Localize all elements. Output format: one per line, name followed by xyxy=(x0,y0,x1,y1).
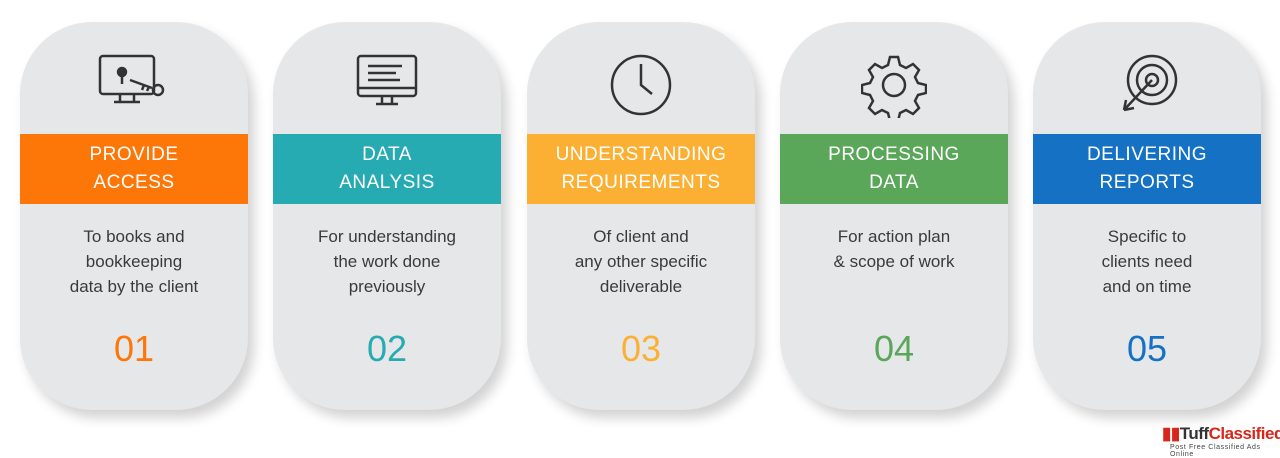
step-description: For understanding the work done previous… xyxy=(318,227,456,296)
clock-icon xyxy=(527,52,755,122)
target-icon xyxy=(1033,52,1261,122)
step-card-04: PROCESSING DATA For action plan & scope … xyxy=(780,22,1008,410)
step-card-05: DELIVERING REPORTS Specific to clients n… xyxy=(1033,22,1261,410)
step-title-line: REQUIREMENTS xyxy=(561,172,721,193)
step-card-03: UNDERSTANDING REQUIREMENTS Of client and… xyxy=(527,22,755,410)
step-title-line: REPORTS xyxy=(1099,172,1195,193)
step-number: 02 xyxy=(366,328,408,369)
monitor-key-icon xyxy=(20,52,248,122)
step-number: 04 xyxy=(873,328,915,369)
step-card-01: PROVIDE ACCESS To books and bookkeeping … xyxy=(20,22,248,410)
step-title-line: PROCESSING xyxy=(828,144,960,165)
step-title-line: DATA xyxy=(362,144,412,165)
step-number: 03 xyxy=(620,328,662,369)
step-title-band: UNDERSTANDING REQUIREMENTS xyxy=(527,134,755,204)
step-title-line: ANALYSIS xyxy=(339,172,435,193)
step-title-band: DATA ANALYSIS xyxy=(273,134,501,204)
step-title-line: PROVIDE xyxy=(89,144,179,165)
step-description: To books and bookkeeping data by the cli… xyxy=(69,227,199,296)
step-description: For action plan & scope of work xyxy=(833,227,955,271)
step-title-line: ACCESS xyxy=(93,172,175,193)
step-title-line: DELIVERING xyxy=(1086,144,1208,165)
step-title-line: UNDERSTANDING xyxy=(555,144,727,165)
step-title-band: PROCESSING DATA xyxy=(780,134,1008,204)
step-number: 05 xyxy=(1126,328,1168,369)
watermark-logo: ▮▮TuffClassified Post Free Classified Ad… xyxy=(1162,424,1280,458)
step-card-02: DATA ANALYSIS For understanding the work… xyxy=(273,22,501,410)
step-title-line: DATA xyxy=(869,172,919,193)
step-description: Specific to clients need and on time xyxy=(1101,227,1193,296)
step-title-band: PROVIDE ACCESS xyxy=(20,134,248,204)
gear-icon xyxy=(780,52,1008,122)
logo-bars-icon: ▮▮ xyxy=(1162,424,1180,443)
step-title-band: DELIVERING REPORTS xyxy=(1033,134,1261,204)
step-description: Of client and any other specific deliver… xyxy=(574,227,708,296)
step-number: 01 xyxy=(113,328,155,369)
monitor-text-icon xyxy=(273,52,501,122)
